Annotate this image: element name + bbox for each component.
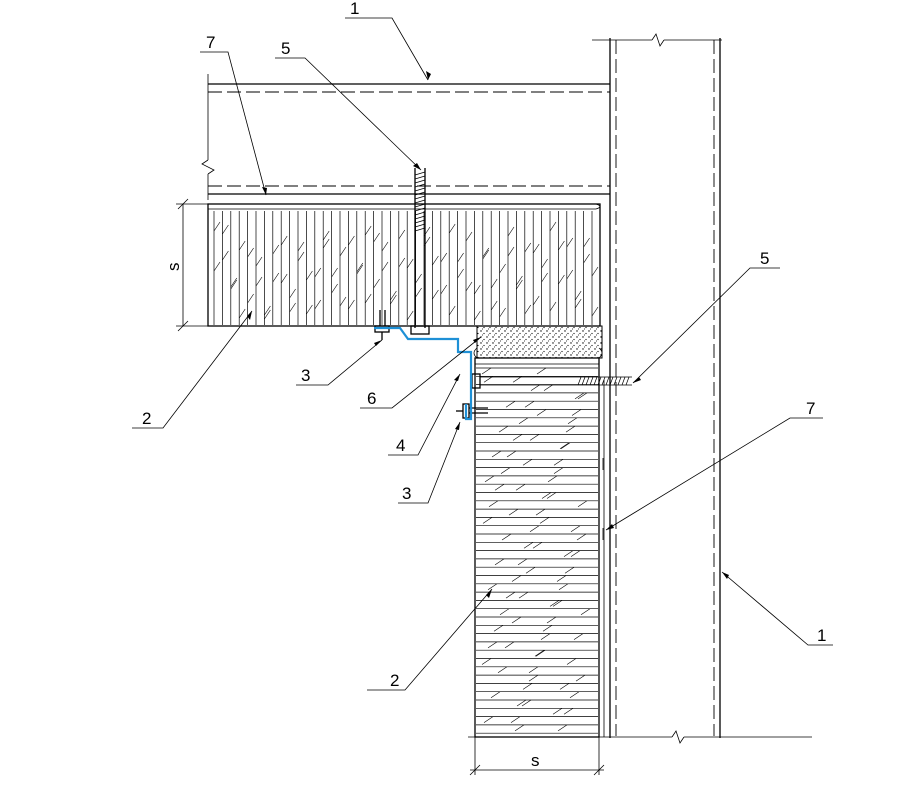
callout-6: 6 xyxy=(367,389,376,408)
callout-5-right: 5 xyxy=(760,249,769,268)
leader-lines xyxy=(132,17,833,691)
insulation-strip xyxy=(476,325,603,359)
callout-s-horizontal: s xyxy=(531,751,540,770)
steel-beam xyxy=(201,74,610,200)
callout-7-top: 7 xyxy=(206,33,215,52)
flashing-profile xyxy=(374,326,473,421)
callout-4: 4 xyxy=(396,436,405,455)
callout-1-top: 1 xyxy=(350,0,359,18)
callout-2-left: 2 xyxy=(142,409,151,428)
dimension-horizontal xyxy=(469,737,605,776)
callout-5-top: 5 xyxy=(281,39,290,58)
callout-labels: 1 7 5 5 7 s 3 6 2 4 3 1 2 s xyxy=(142,0,826,770)
callout-2-bottom: 2 xyxy=(390,671,399,690)
self-tapping-screw-right xyxy=(471,373,632,389)
callout-1-right: 1 xyxy=(817,626,826,645)
callout-3-lower: 3 xyxy=(402,484,411,503)
callout-7-right: 7 xyxy=(806,399,815,418)
steel-column xyxy=(468,33,812,744)
vertical-sandwich-panel xyxy=(473,347,604,738)
self-tapping-screw-top xyxy=(410,168,430,335)
callout-s-vertical: s xyxy=(164,263,183,272)
dimension-vertical xyxy=(176,198,212,332)
horizontal-sandwich-panel xyxy=(207,203,601,327)
callout-3-left: 3 xyxy=(301,366,310,385)
